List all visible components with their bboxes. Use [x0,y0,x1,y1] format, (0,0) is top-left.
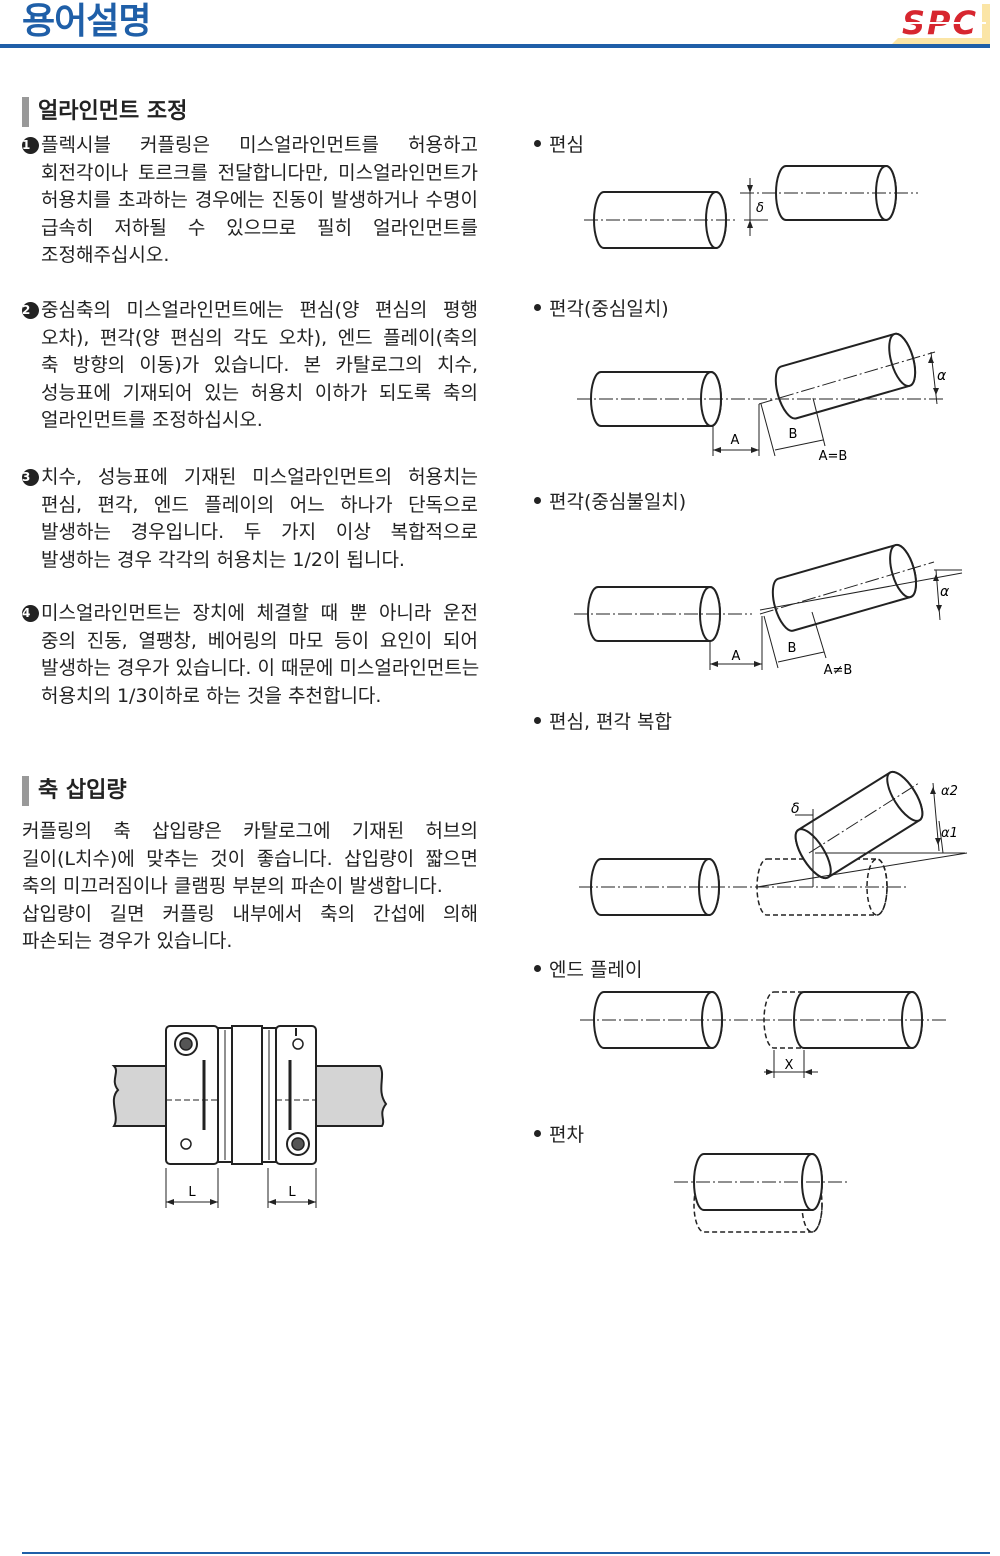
equation-A-not-equal-B: A≠B [824,663,853,678]
item-number-badge: 1 [22,137,39,154]
diagram-angular-center: α A B A=B [577,332,947,464]
bullet-icon [534,965,541,972]
page-header: 용어설명 SPC [0,0,1000,50]
diagram-endplay: X [580,991,948,1078]
header-rule [0,44,990,48]
text-line: 발생하는 경우가 있습니다. 이 때문에 미스얼라인먼트는 [41,657,480,679]
alpha-symbol: α [937,368,947,384]
item-number-badge: 4 [22,605,39,622]
diagram-deviation [674,1153,848,1233]
text-line: 회전각이나 토르크를 전달합니다만, 미스얼라인먼트가 [41,161,478,184]
delta-symbol: δ [756,201,764,216]
text-line: 길이(L치수)에 맞추는 것이 좋습니다. 삽입량이 짧으면 [22,847,478,870]
text-line: 조정해주십시오. [41,244,170,266]
diagram-combined: δ α2 α1 [579,770,968,916]
label-text: 엔드 플레이 [549,959,643,981]
page-title: 용어설명 [22,1,151,42]
alpha1-symbol: α1 [941,826,958,841]
diagram-label-deviation: 편차 [534,1122,584,1148]
delta-symbol: δ [791,801,800,817]
text-line: 허용치를 초과하는 경우에는 진동이 발생하거나 수명이 [41,189,478,211]
dim-label-B: B [788,641,797,656]
dim-label-X: X [785,1058,794,1073]
label-text: 편각(중심불일치) [549,491,687,513]
text-line: 파손되는 경우가 있습니다. [22,930,233,952]
text-line: 중의 진동, 열팽창, 베어링의 마모 등이 요인이 되어 [41,629,478,652]
text-line: 축 방향의 이동)가 있습니다. 본 카탈로그의 치수, [41,354,478,376]
diagram-eccentric: δ [584,165,918,249]
section-heading-alignment: 얼라인먼트 조정 [22,97,187,127]
item-number-badge: 3 [22,469,39,486]
diagram-label-eccentric: 편심 [534,132,584,158]
text-line: 얼라인먼트를 조정하십시오. [41,409,263,431]
dim-label-L-right: L [288,1185,296,1200]
text-line: 발생하는 경우입니다. 두 가지 이상 복합적으로 [41,521,478,543]
equation-A-equals-B: A=B [819,449,848,464]
diagram-label-combined: 편심, 편각 복합 [534,709,672,735]
text-line: 중심축의 미스얼라인먼트에는 편심(양 편심의 평행 [41,299,478,321]
text-line: 편심, 편각, 엔드 플레이의 어느 하나가 단독으로 [41,493,478,516]
bullet-icon [534,304,541,311]
diagram-label-angular-center: 편각(중심일치) [534,296,669,322]
diagram-label-angular-offcenter: 편각(중심불일치) [534,489,686,515]
text-line: 미스얼라인먼트는 장치에 체결할 때 뿐 아니라 운전 [41,602,478,624]
bullet-icon [534,140,541,147]
text-line: 커플링의 축 삽입량은 카탈로그에 기재된 허브의 [22,820,478,842]
text-line: 축의 미끄러짐이나 클램핑 부분의 파손이 발생합니다. [22,875,443,897]
label-text: 편각(중심일치) [549,298,669,320]
insertion-paragraph: 커플링의 축 삽입량은 카탈로그에 기재된 허브의 길이(L치수)에 맞추는 것… [22,818,478,956]
text-line: 허용치의 1/3이하로 하는 것을 추천합니다. [41,684,382,707]
alpha2-symbol: α2 [941,784,958,799]
coupling-insertion-diagram: L L [111,1025,388,1208]
bullet-icon [534,1130,541,1137]
dim-label-A: A [731,433,740,448]
dim-label-A: A [732,649,741,664]
text-line: 치수, 성능표에 기재된 미스얼라인먼트의 허용치는 [41,466,478,488]
diagram-label-endplay: 엔드 플레이 [534,957,642,983]
dim-label-L-left: L [188,1185,196,1200]
label-text: 편차 [549,1124,584,1146]
label-text: 편심, 편각 복합 [549,711,672,733]
section-heading-insertion: 축 삽입량 [22,776,127,806]
text-line: 플렉시블 커플링은 미스얼라인먼트를 허용하고 [41,134,478,156]
bullet-icon [534,717,541,724]
footer-rule [22,1552,990,1554]
dim-label-B: B [789,427,798,442]
bullet-icon [534,497,541,504]
text-line: 급속히 저하될 수 있으므로 필히 얼라인먼트를 [41,216,478,239]
alpha-symbol: α [940,584,950,600]
label-text: 편심 [549,134,584,156]
text-line: 오차), 편각(양 편심의 각도 오차), 엔드 플레이(축의 [41,326,478,349]
spc-logo: SPC [892,4,990,44]
text-line: 발생하는 경우 각각의 허용치는 1/2이 됩니다. [41,548,405,571]
text-line: 성능표에 기재되어 있는 허용치 이하가 되도록 축의 [41,381,478,404]
item-number-badge: 2 [22,302,39,319]
diagram-angular-offcenter: α A B A≠B [574,543,963,678]
text-line: 삽입량이 길면 커플링 내부에서 축의 간섭에 의해 [22,902,478,925]
